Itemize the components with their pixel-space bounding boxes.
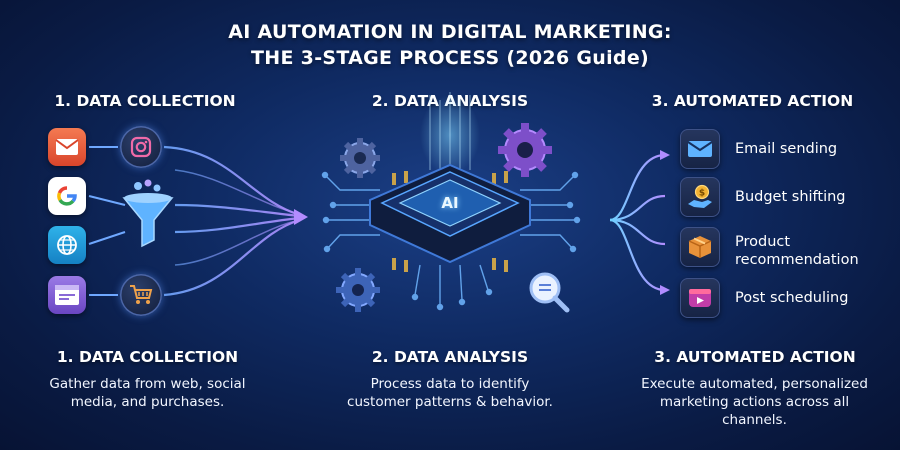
action-branch-product <box>609 218 666 246</box>
page-title-line-2: THE 3-STAGE PROCESS (2026 Guide) <box>251 47 649 69</box>
funnel-icon <box>120 178 176 248</box>
google-icon <box>48 177 86 215</box>
browser-window-icon <box>48 276 86 314</box>
stage-2-description-line-1: Process data to identify <box>370 376 530 392</box>
ai-chip-label: AI <box>441 194 459 212</box>
stage-3-description-line-3: channels. <box>722 412 787 428</box>
flow-line-4 <box>163 218 301 297</box>
action-email-sending-label: Email sending <box>735 141 838 157</box>
instagram-icon <box>120 126 162 168</box>
link-google-funnel <box>88 195 126 206</box>
product-box-icon <box>680 227 720 267</box>
action-branch-email <box>609 153 666 222</box>
circuit-traces <box>321 171 581 311</box>
action-branch-post <box>609 218 666 292</box>
action-budget-shifting-label: Budget shifting <box>735 189 846 205</box>
stage-1-bottom-heading: 1. DATA COLLECTION <box>56 348 239 366</box>
gear-icon-top-right <box>498 123 552 177</box>
stage-1-description-line-1: Gather data from web, social <box>49 376 246 392</box>
gear-icon-bottom-left <box>336 268 380 312</box>
gear-icon-left <box>340 138 380 178</box>
stage-3-bottom-heading: 3. AUTOMATED ACTION <box>654 348 856 366</box>
action-product-recommendation-label-line-1: Product <box>735 234 791 250</box>
action-product-recommendation-label-line-2: recommendation <box>735 252 859 268</box>
globe-icon <box>48 226 86 264</box>
svg-text:$: $ <box>699 189 705 199</box>
action-branch-budget <box>609 194 666 222</box>
stage-1-heading: 1. DATA COLLECTION <box>54 92 236 110</box>
envelope-icon <box>680 129 720 169</box>
page-title-line-1: AI AUTOMATION IN DIGITAL MARKETING: <box>228 21 672 43</box>
video-post-icon <box>680 278 720 318</box>
stage-2-bottom-heading: 2. DATA ANALYSIS <box>371 348 529 366</box>
email-icon <box>48 128 86 166</box>
flow-arrow-head <box>294 209 308 225</box>
stage-3-description-line-2: marketing actions across all <box>659 394 850 410</box>
link-globe-funnel <box>88 231 126 245</box>
flow-line-2 <box>174 203 301 218</box>
budget-hand-coin-icon: $ <box>680 177 720 217</box>
stage-1-description-line-2: media, and purchases. <box>70 394 225 410</box>
ai-chip-icon <box>369 163 531 272</box>
stage-2-description-line-2: customer patterns & behavior. <box>347 394 553 410</box>
flow-line-3 <box>174 216 301 234</box>
stage-3-description-line-1: Execute automated, personalized <box>641 376 868 392</box>
stage-3-heading: 3. AUTOMATED ACTION <box>651 92 854 110</box>
action-post-scheduling-label: Post scheduling <box>735 290 849 306</box>
magnifier-icon <box>529 272 570 313</box>
shopping-cart-icon <box>120 274 162 316</box>
